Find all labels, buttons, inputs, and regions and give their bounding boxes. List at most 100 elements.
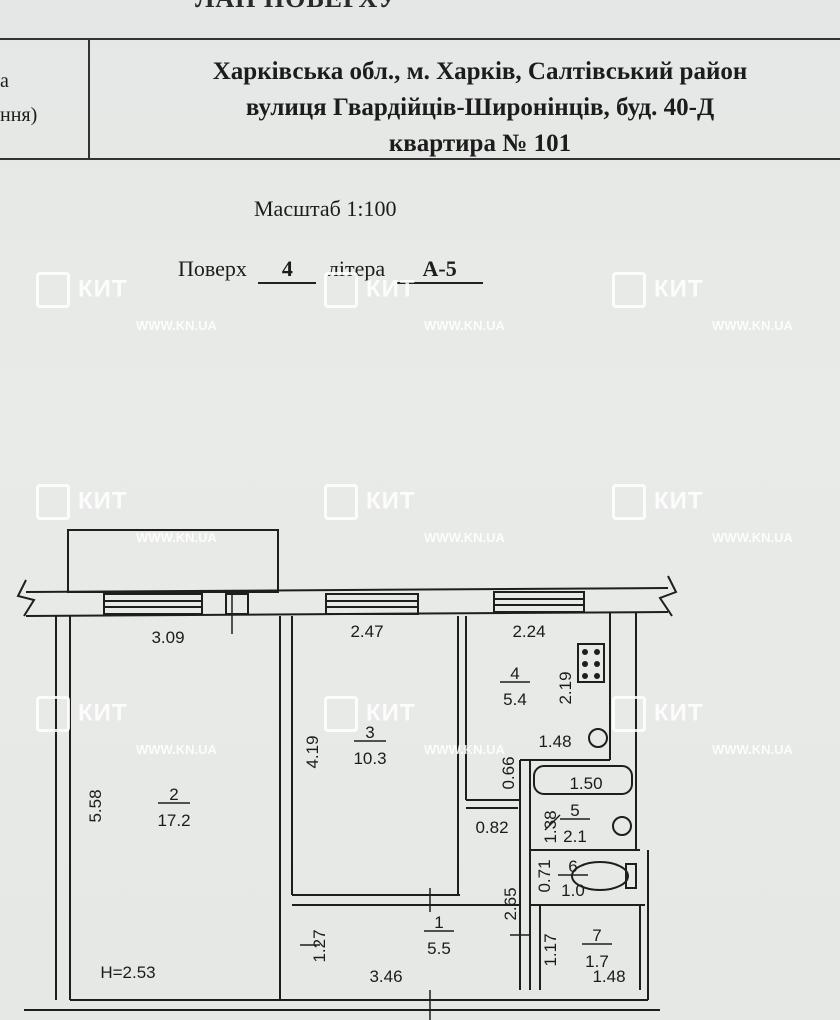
room-4-area: 5.4 <box>503 690 527 709</box>
address-line-2: вулиця Гвардійців-Широнінців, буд. 40-Д <box>245 94 715 121</box>
window-1 <box>103 593 203 615</box>
dim-bath-depth: 1.38 <box>541 810 560 843</box>
watermark-logo-text: КИТ <box>654 699 704 727</box>
watermark: КИТ WWW.KN.UA <box>612 696 793 757</box>
stove-burners <box>582 649 600 679</box>
dim-niche-width: 0.82 <box>475 818 508 837</box>
window-3 <box>493 591 585 613</box>
burner <box>594 661 600 667</box>
dim-bath-width: 1.50 <box>569 774 602 793</box>
outer-wall-top-outer <box>25 587 669 593</box>
kit-logo-icon <box>324 696 358 732</box>
room-4-number: 4 <box>510 664 519 683</box>
room-7-area: 1.7 <box>585 952 609 971</box>
kit-logo-icon <box>612 484 646 520</box>
dim-room2-depth: 5.58 <box>86 789 105 822</box>
dim-127: 1.27 <box>310 929 329 962</box>
watermark: КИТ WWW.KN.UA <box>36 484 217 545</box>
dim-kitchen-lower: 1.48 <box>538 732 571 751</box>
room-6-area: 1.0 <box>561 881 585 900</box>
toilet <box>571 861 629 891</box>
stove <box>577 643 605 683</box>
fraction-bars <box>158 681 612 945</box>
watermark-logo-text: КИТ <box>78 275 128 303</box>
kit-logo-icon <box>36 484 70 520</box>
kit-logo-icon <box>36 696 70 732</box>
room-7-number: 7 <box>592 926 601 945</box>
watermark-logo-text: КИТ <box>78 487 128 515</box>
watermark-logo-text: КИТ <box>78 699 128 727</box>
kit-logo-icon <box>324 272 358 308</box>
watermark: КИТ WWW.KN.UA <box>36 272 217 333</box>
watermark: КИТ WWW.KN.UA <box>36 696 217 757</box>
kit-logo-icon <box>36 272 70 308</box>
break-mark-right <box>658 575 678 617</box>
watermark: КИТ WWW.KN.UA <box>324 272 505 333</box>
address-line-1: Харківська обл., м. Харків, Салтівський … <box>212 58 748 85</box>
room-6-number: 6 <box>568 857 577 876</box>
address-table: а ння) Харківська обл., м. Харків, Салті… <box>0 38 840 160</box>
left-column-text-2: ння) <box>0 104 38 126</box>
table-divider <box>88 40 90 158</box>
dim-room3-width: 2.47 <box>350 622 383 641</box>
watermark-url: WWW.KN.UA <box>424 318 505 333</box>
dim-room2-width: 3.09 <box>151 628 184 647</box>
watermark-url: WWW.KN.UA <box>136 742 217 757</box>
balcony-door <box>225 593 249 615</box>
watermark: КИТ WWW.KN.UA <box>324 696 505 757</box>
watermark: КИТ WWW.KN.UA <box>612 272 793 333</box>
litera-value: А-5 <box>396 256 483 284</box>
dim-265: 2.65 <box>501 887 520 920</box>
ceiling-height: Н=2.53 <box>100 963 155 982</box>
address-line-3: квартира № 101 <box>388 130 572 157</box>
watermark-logo-text: КИТ <box>366 699 416 727</box>
dim-storage-width: 1.48 <box>592 967 625 986</box>
watermark-url: WWW.KN.UA <box>424 742 505 757</box>
burner <box>582 661 588 667</box>
watermark: КИТ WWW.KN.UA <box>324 484 505 545</box>
tick <box>544 814 561 831</box>
room-1-number: 1 <box>434 913 443 932</box>
dim-066: 0.66 <box>499 756 518 789</box>
bath-sink <box>612 816 632 836</box>
watermark-url: WWW.KN.UA <box>712 742 793 757</box>
watermark-logo-text: КИТ <box>654 275 704 303</box>
kit-logo-icon <box>612 272 646 308</box>
room-2-number: 2 <box>169 785 178 804</box>
dim-wc-depth: 0.71 <box>535 859 554 892</box>
dim-room3-depth: 4.19 <box>303 735 322 768</box>
watermark-url: WWW.KN.UA <box>136 530 217 545</box>
burner <box>594 673 600 679</box>
dim-kitchen-width: 2.24 <box>512 622 545 641</box>
break-mark-left <box>16 579 36 617</box>
watermark-logo-text: КИТ <box>654 487 704 515</box>
kit-logo-icon <box>612 696 646 732</box>
room-5-area: 2.1 <box>563 827 587 846</box>
dim-117: 1.17 <box>541 933 560 966</box>
toilet-tank <box>625 863 637 889</box>
floor-value: 4 <box>258 256 317 284</box>
walls <box>16 529 678 1011</box>
watermark-url: WWW.KN.UA <box>712 530 793 545</box>
watermark-url: WWW.KN.UA <box>136 318 217 333</box>
address-block: Харківська обл., м. Харків, Салтівський … <box>110 54 840 162</box>
burner <box>582 673 588 679</box>
scale-label: Масштаб 1:100 <box>254 196 397 221</box>
burner <box>594 649 600 655</box>
kitchen-sink <box>588 728 608 748</box>
floor-label: Поверх <box>178 256 247 281</box>
watermark-logo-text: КИТ <box>366 487 416 515</box>
window-2 <box>325 593 419 615</box>
watermark: КИТ WWW.KN.UA <box>612 484 793 545</box>
watermark-url: WWW.KN.UA <box>712 318 793 333</box>
dimension-ticks <box>231 594 561 1020</box>
room-3-area: 10.3 <box>353 749 386 768</box>
bathtub <box>533 765 633 795</box>
watermark-url: WWW.KN.UA <box>424 530 505 545</box>
floor-info: Поверх 4 літера А-5 <box>178 256 483 284</box>
room-1-area: 5.5 <box>427 939 451 958</box>
watermark-logo-text: КИТ <box>366 275 416 303</box>
burner <box>582 649 588 655</box>
